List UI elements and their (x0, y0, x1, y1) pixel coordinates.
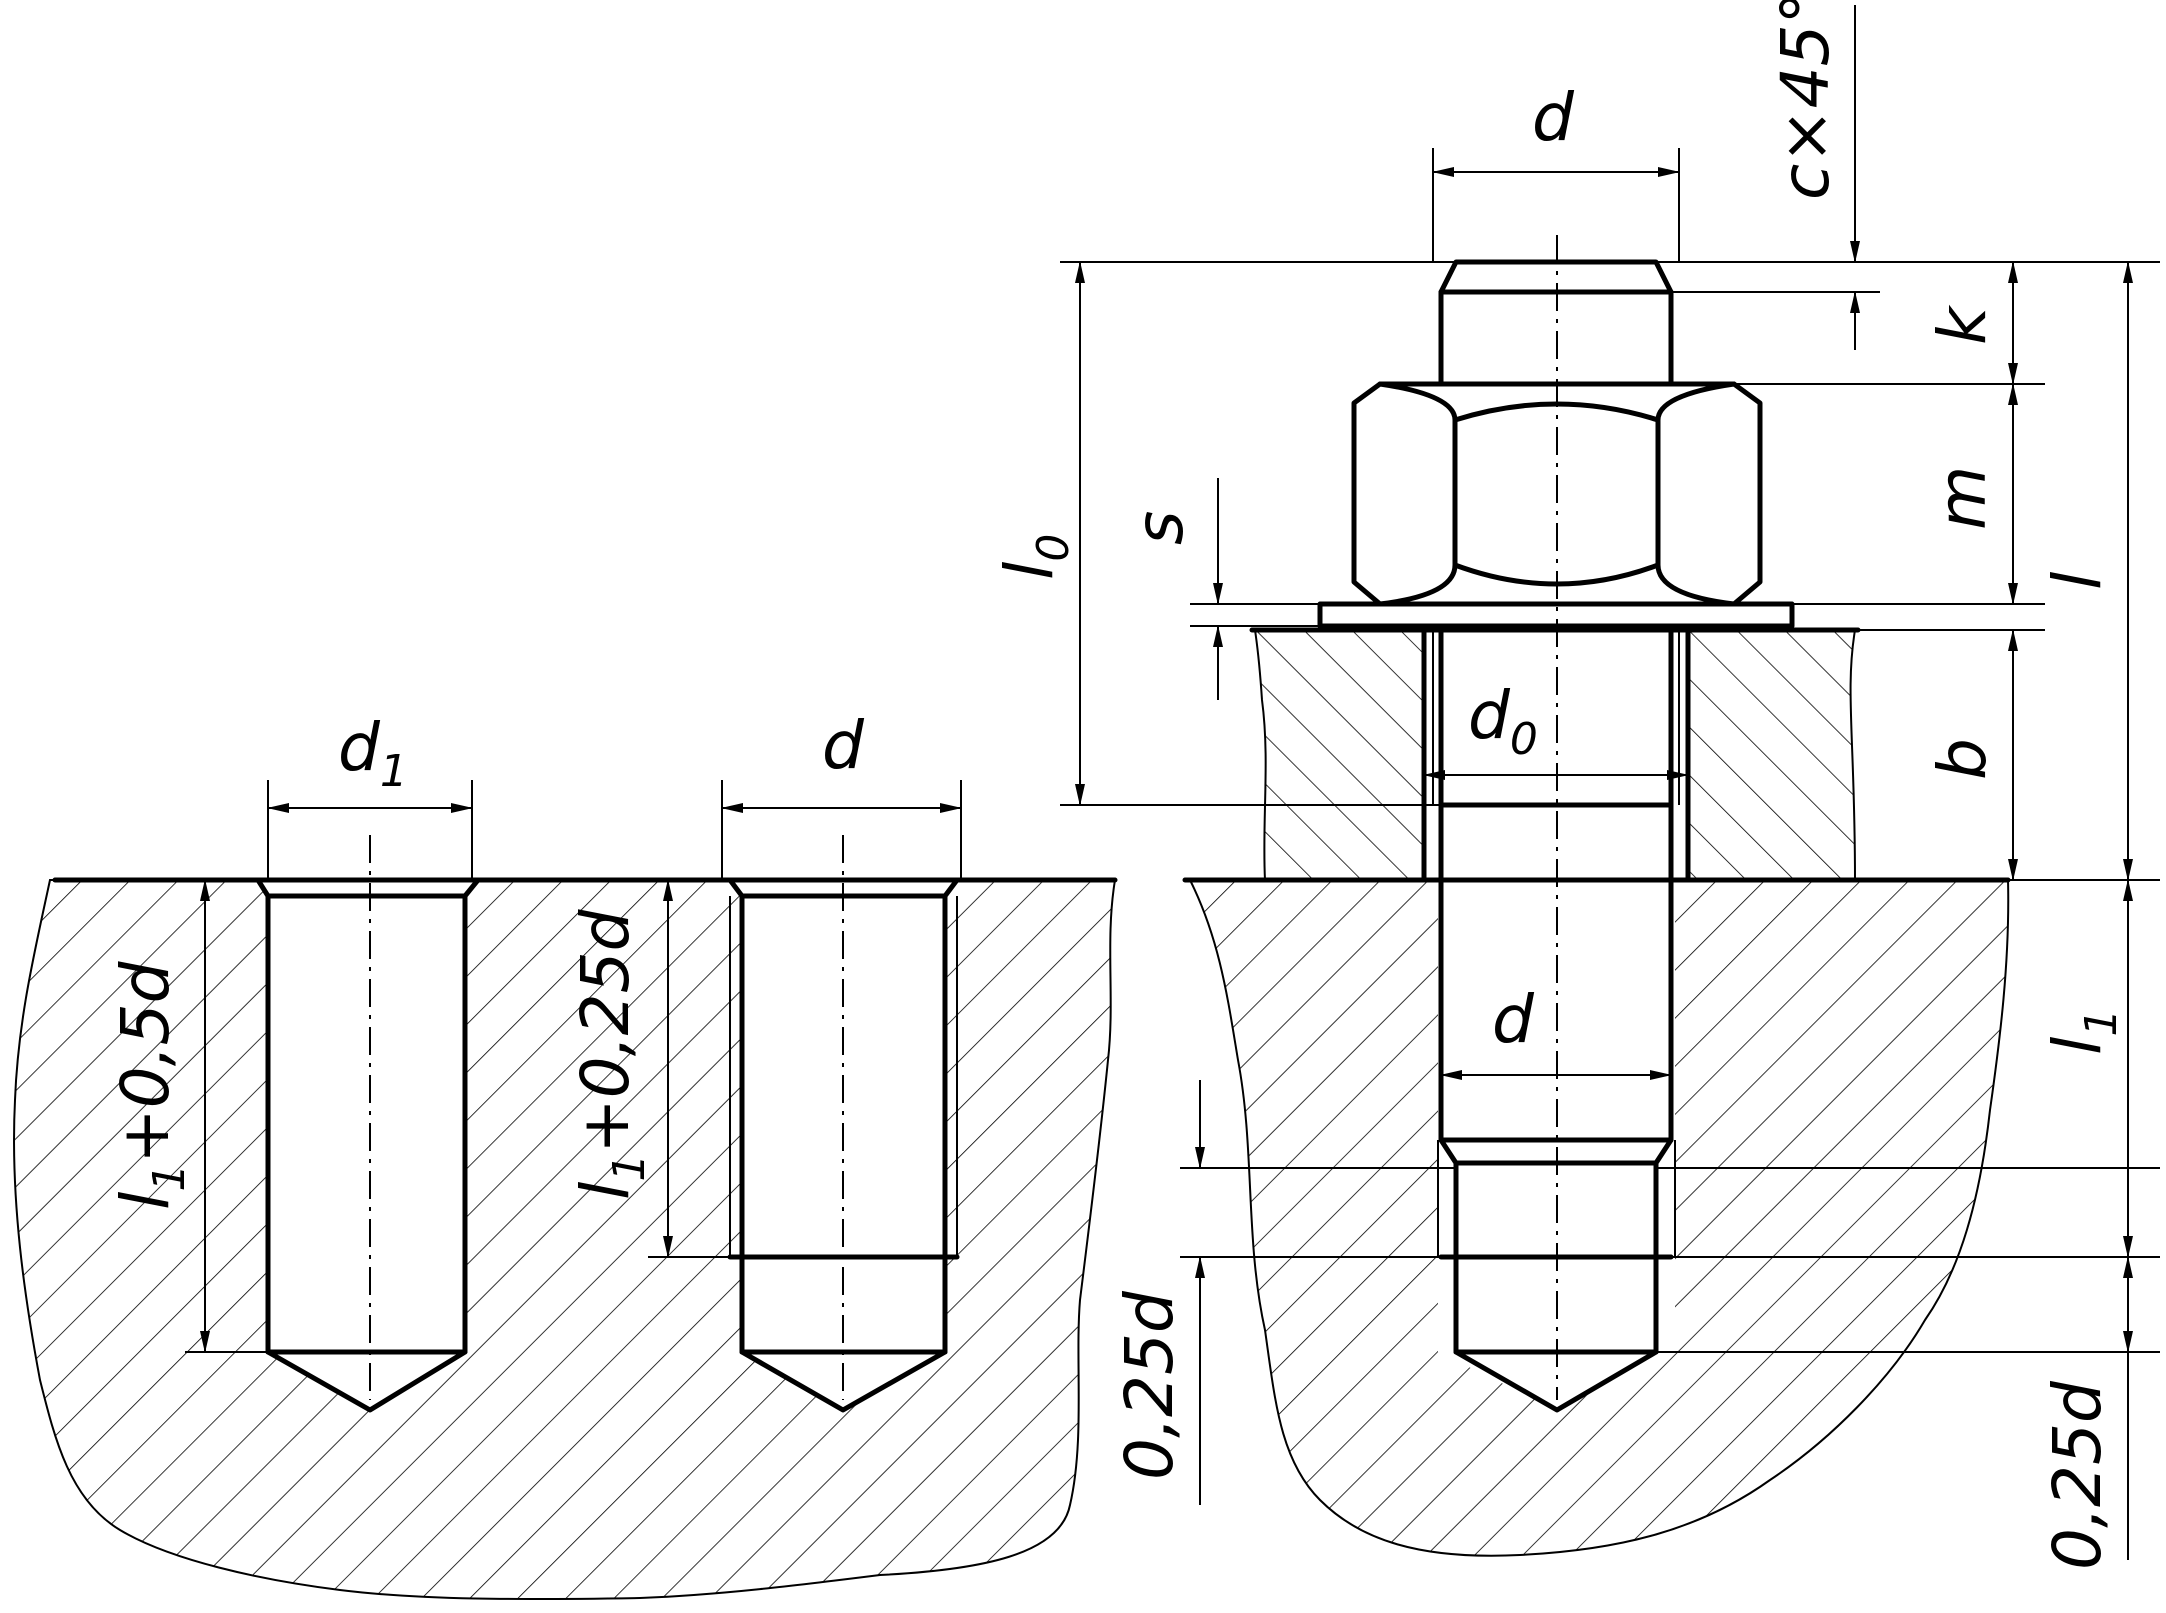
label-stud-thread-d: d (1532, 79, 1575, 156)
label-middle-quarter-d: 0,25d (1111, 1290, 1188, 1480)
label-chamfer: c×45° (1767, 0, 1844, 200)
label-left-depth: l1+0,5d (107, 960, 195, 1210)
label-s: s (1121, 511, 1198, 545)
label-m: m (1924, 466, 2001, 530)
label-l0: l0 (991, 534, 1079, 580)
label-b: b (1924, 738, 2001, 780)
label-k: k (1924, 304, 2001, 345)
label-middle-depth: l1+0,25d (567, 908, 655, 1200)
dimension-labels: d1 l1+0,5d d l1+0,25d 0,25d d c×45° l0 s… (107, 0, 2127, 1570)
label-l1: l1 (2039, 1009, 2127, 1055)
dimension-lines (185, 5, 2160, 1560)
label-middle-d: d (822, 707, 865, 784)
label-right-quarter-d: 0,25d (2039, 1380, 2116, 1570)
label-d0: d0 (1468, 677, 1538, 765)
left-blind-hole (255, 877, 481, 1413)
label-stud-end-d: d (1492, 981, 1535, 1058)
label-d1: d1 (338, 709, 408, 797)
label-l: l (2039, 571, 2116, 590)
